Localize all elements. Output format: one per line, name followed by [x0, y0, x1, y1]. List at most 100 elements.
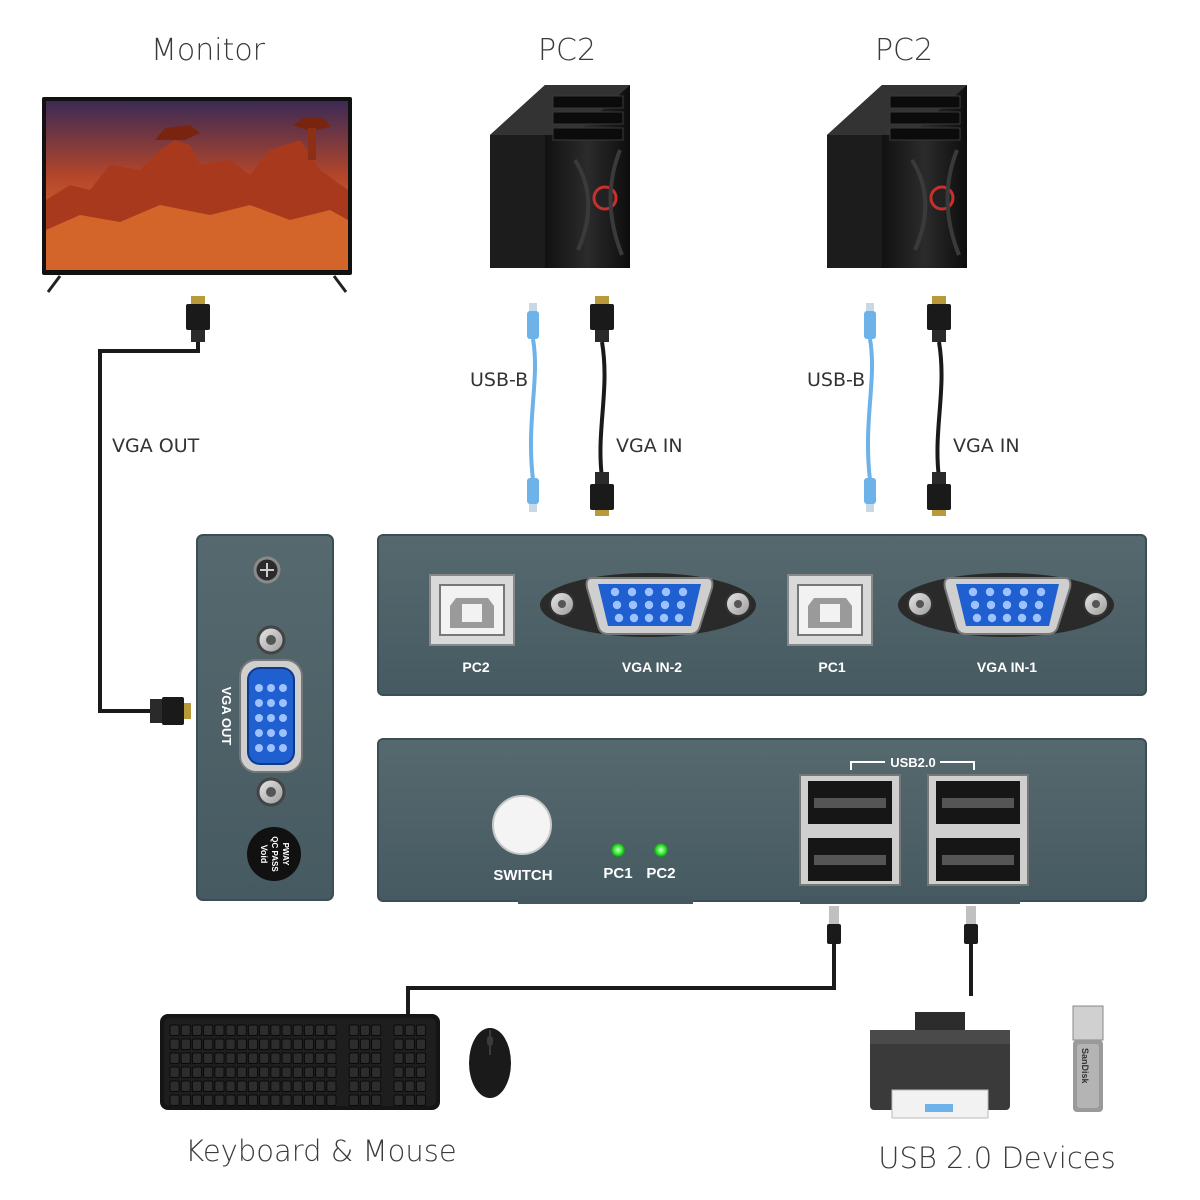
flash-drive-illustration: SanDisk: [1072, 1005, 1104, 1112]
connector-pin: [610, 587, 620, 597]
usb-b-left-label: USB-B: [470, 369, 528, 391]
keyboard-key: [236, 1024, 247, 1036]
led-pc1-indicator: [611, 843, 625, 857]
keyboard-key: [348, 1094, 359, 1106]
switch-button[interactable]: [492, 795, 552, 855]
keyboard-key: [315, 1066, 326, 1078]
keyboard-key: [359, 1052, 371, 1064]
keyboard-key: [292, 1038, 303, 1050]
keyboard-key: [191, 1066, 203, 1078]
vga-out-port-pins: [255, 684, 287, 752]
keyboard-key: [281, 1038, 292, 1050]
keyboard-key: [404, 1024, 415, 1036]
kvm-back-panel: [377, 534, 1147, 696]
sandisk-logo-text: SanDisk: [1080, 1048, 1090, 1085]
keyboard-key: [359, 1066, 371, 1078]
connector-pin: [1002, 600, 1012, 610]
connector-pin: [255, 699, 263, 707]
keyboard-key: [247, 1024, 259, 1036]
keyboard-key: [169, 1094, 180, 1106]
monitor-label: Monitor: [151, 33, 266, 68]
keyboard-key: [169, 1080, 180, 1092]
keyboard-key: [326, 1080, 337, 1092]
connector-pin: [968, 587, 978, 597]
keyboard-key: [191, 1038, 203, 1050]
connector-pin: [267, 684, 275, 692]
keyboard-key: [203, 1080, 214, 1092]
led-pc2-label: PC2: [646, 865, 675, 882]
connector-pin: [629, 613, 639, 623]
usb-b-cable-right: [864, 303, 876, 512]
keyboard-key: [404, 1094, 415, 1106]
connector-pin: [970, 600, 980, 610]
keyboard-key: [236, 1052, 247, 1064]
usb-b-right-label: USB-B: [807, 369, 865, 391]
connector-pin: [1034, 600, 1044, 610]
connector-pin: [279, 729, 287, 737]
keyboard-key: [270, 1066, 281, 1078]
keyboard-key: [393, 1080, 404, 1092]
connector-pin: [972, 613, 982, 623]
connector-pin: [267, 714, 275, 722]
keyboard-key: [315, 1080, 326, 1092]
keyboard-key: [348, 1080, 359, 1092]
keyboard-key: [326, 1038, 337, 1050]
keyboard-key: [270, 1038, 281, 1050]
connector-pin: [644, 587, 654, 597]
keyboard-key: [236, 1094, 247, 1106]
keyboard-key: [404, 1080, 415, 1092]
connector-pin: [1032, 613, 1042, 623]
keyboard-key: [371, 1038, 382, 1050]
side-vga-out-label: VGA OUT: [219, 687, 234, 746]
connector-pin: [674, 613, 684, 623]
keyboard-key: [348, 1052, 359, 1064]
connector-pin: [267, 699, 275, 707]
keyboard-key: [281, 1066, 292, 1078]
connector-pin: [267, 729, 275, 737]
keyboard-key: [191, 1080, 203, 1092]
keyboard-key: [214, 1080, 225, 1092]
keyboard-key: [203, 1024, 214, 1036]
monitor-illustration: [42, 97, 352, 293]
keyboard-key: [259, 1052, 270, 1064]
keyboard-key: [236, 1038, 247, 1050]
connector-pin: [279, 684, 287, 692]
keyboard-key: [180, 1038, 191, 1050]
keyboard-key: [270, 1052, 281, 1064]
keyboard-key: [169, 1024, 180, 1036]
keyboard-key: [225, 1066, 236, 1078]
keyboard-key: [292, 1080, 303, 1092]
keyboard-key: [203, 1066, 214, 1078]
keyboard-key: [404, 1052, 415, 1064]
vga-in-left-label: VGA IN: [616, 435, 683, 457]
usb-b-cable-left: [527, 303, 539, 512]
keyboard-key: [315, 1024, 326, 1036]
keyboard-key: [259, 1066, 270, 1078]
connector-pin: [255, 714, 263, 722]
keyboard-key: [259, 1038, 270, 1050]
keyboard-key: [359, 1024, 371, 1036]
led-pc2-indicator: [654, 843, 668, 857]
keyboard-key: [371, 1066, 382, 1078]
connector-pin: [279, 744, 287, 752]
keyboard-key: [393, 1052, 404, 1064]
vga-in-right-label: VGA IN: [953, 435, 1020, 457]
connector-pin: [614, 613, 624, 623]
connector-pin: [676, 600, 686, 610]
vga-in-2-port-pins: [610, 587, 688, 623]
connector-pin: [661, 587, 671, 597]
keyboard-key: [371, 1024, 382, 1036]
keyboard-key: [303, 1024, 315, 1036]
keyboard-key: [281, 1094, 292, 1106]
keyboard-key: [393, 1066, 404, 1078]
keyboard-key: [326, 1094, 337, 1106]
keyboard-key: [169, 1052, 180, 1064]
keyboard-key: [393, 1094, 404, 1106]
usb-devices-label: USB 2.0 Devices: [878, 1141, 1115, 1175]
vga-out-cable: [98, 296, 210, 725]
keyboard-key: [214, 1052, 225, 1064]
keyboard-key: [404, 1038, 415, 1050]
keyboard-key: [393, 1038, 404, 1050]
keyboard-key: [169, 1038, 180, 1050]
keyboard-key: [191, 1052, 203, 1064]
